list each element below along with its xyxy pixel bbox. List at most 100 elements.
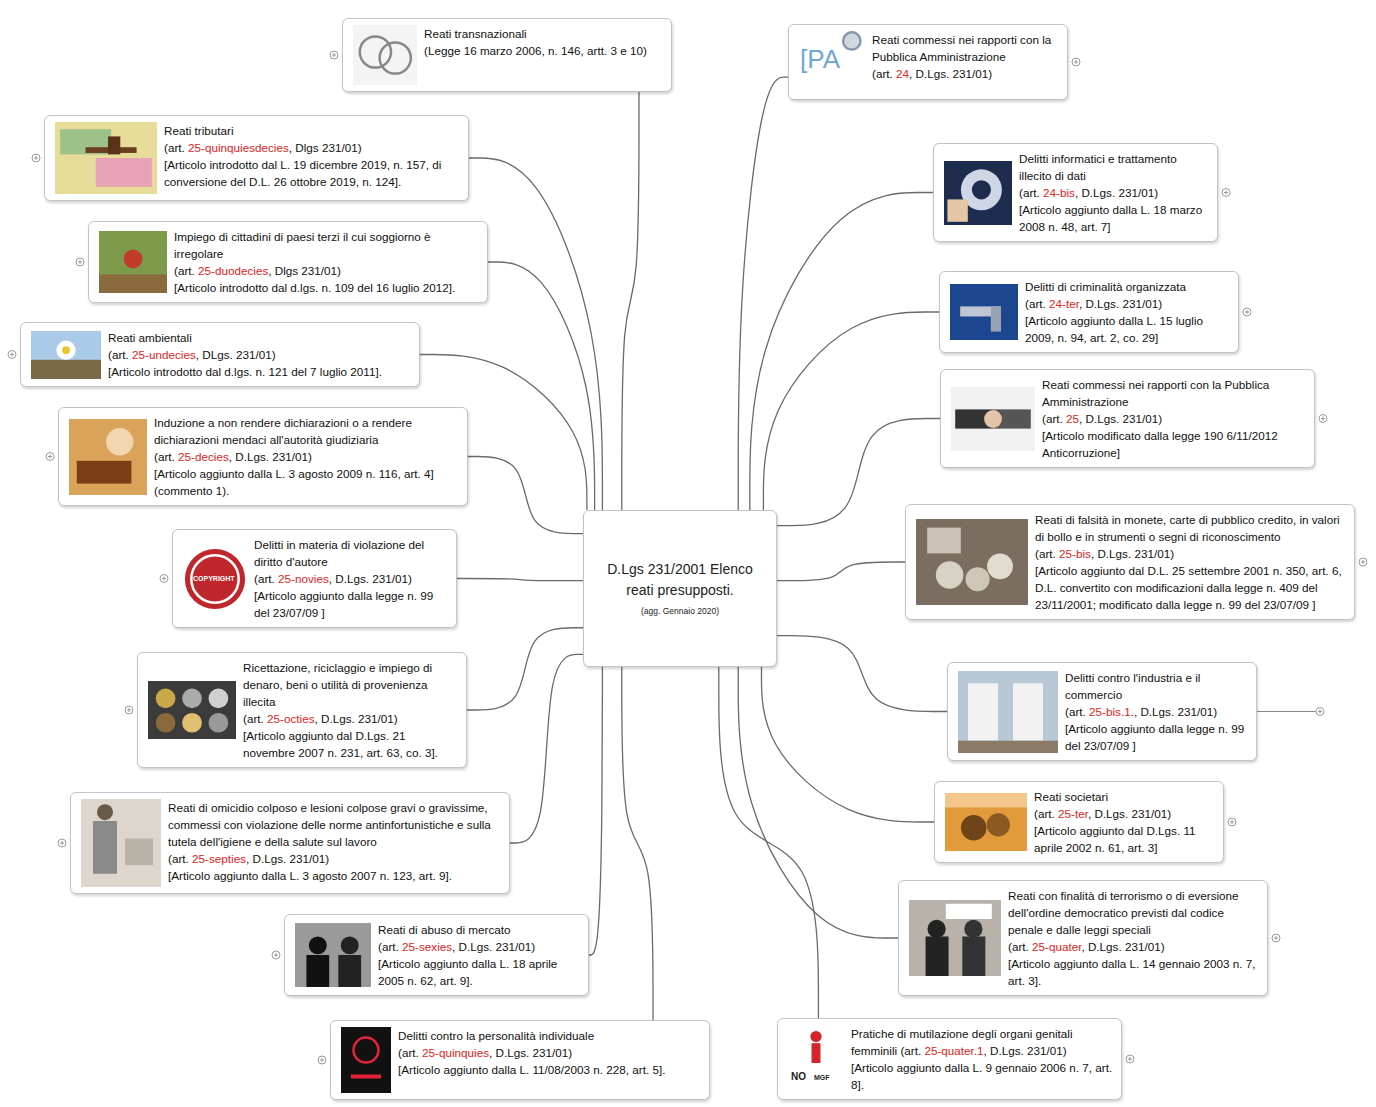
article-ref: (art. [108, 348, 129, 361]
topic-title: Delitti di criminalità organizzata [1025, 278, 1230, 295]
article-ref: , D.Lgs. 231/01) [452, 940, 535, 953]
thumbnail-icon [148, 681, 236, 739]
branch-connector [622, 92, 639, 510]
topic-box: Pratiche di mutilazione degli organi gen… [777, 1018, 1122, 1100]
article-ref: , D.Lgs. 231/01) [1079, 412, 1162, 425]
article-note: [Articolo aggiunto dalla legge n. 99 del… [254, 587, 448, 621]
article-ref: (art. [164, 141, 185, 154]
expand-toggle [1272, 934, 1280, 942]
thumbnail-icon [944, 161, 1012, 225]
expand-toggle [76, 258, 84, 266]
article-number: 25-bis.1 [1089, 705, 1131, 718]
icon-caption: [PA [800, 46, 840, 72]
article-ref: , D.Lgs. 231/01) [314, 712, 397, 725]
topic-box: Reati ambientali(art.25-undecies, DLgs. … [20, 322, 420, 387]
thumbnail-icon [788, 1026, 844, 1092]
article-note: [Articolo aggiunto dal D.L. 25 settembre… [1035, 562, 1346, 613]
topic-title: Delitti contro l'industria e il commerci… [1065, 669, 1248, 703]
article-ref: (art. [378, 940, 399, 953]
article-note: [Articolo aggiunto dalla L. 9 gennaio 20… [851, 1059, 1113, 1093]
topic-box: Reati con finalità di terrorismo o di ev… [898, 880, 1268, 996]
article-ref: (art. [1034, 807, 1055, 820]
expand-toggle [330, 51, 338, 59]
thumbnail-icon [99, 231, 167, 293]
article-ref: , D.Lgs. 231/01) [489, 1046, 572, 1059]
article-ref: (art. [254, 572, 275, 585]
article-note: [Articolo aggiunto dalla legge n. 99 del… [1065, 720, 1248, 754]
topic-box: Reati commessi nei rapporti con la Pubbl… [940, 369, 1315, 468]
topic-box: Impiego di cittadini di paesi terzi il c… [88, 221, 488, 303]
expand-toggle [32, 154, 40, 162]
article-note: [Articolo aggiunto dalla L. 3 agosto 200… [168, 867, 501, 884]
article-ref: , Dlgs 231/01) [268, 264, 341, 277]
article-number: 25-quinquiesdecies [188, 141, 289, 154]
central-title: D.Lgs 231/2001 Elenco reati presupposti. [592, 559, 768, 601]
article-ref: (art. [1042, 412, 1063, 425]
thumbnail-icon [909, 900, 1001, 976]
icon-caption: COPYRIGHT [193, 575, 235, 582]
article-ref: , Dlgs 231/01) [289, 141, 362, 154]
thumbnail-icon [945, 793, 1027, 851]
article-note: [Articolo aggiunto dal D.Lgs. 21 novembr… [243, 727, 458, 761]
article-number: 25-ter [1058, 807, 1088, 820]
topic-title: Reati di abuso di mercato [378, 921, 580, 938]
article-ref: (art. [1019, 186, 1040, 199]
article-note: [Articolo aggiunto dal D.Lgs. 11 aprile … [1034, 822, 1215, 856]
topic-box: Delitti contro la personalità individual… [330, 1020, 710, 1100]
topic-title: Reati con finalità di terrorismo o di ev… [1008, 887, 1259, 938]
article-ref: , D.Lgs. 231/01) [246, 852, 329, 865]
article-number: 25-decies [178, 450, 229, 463]
branch-connector [777, 562, 905, 581]
article-ref: , D.Lgs. 231/01) [984, 1044, 1067, 1057]
topic-box: Ricettazione, riciclaggio e impiego di d… [137, 652, 467, 768]
icon-caption: NO [791, 1072, 806, 1082]
topic-title: Reati ambientali [108, 329, 411, 346]
article-ref: , D.Lgs. 231/01) [329, 572, 412, 585]
article-ref: , D.Lgs. 231/01) [909, 67, 992, 80]
branch-connector [622, 667, 653, 1020]
topic-box: Reati di falsità in monete, carte di pub… [905, 504, 1355, 620]
branch-connector [761, 667, 934, 822]
article-ref: (art. [872, 67, 893, 80]
article-ref: , D.Lgs. 231/01) [1075, 186, 1158, 199]
branch-connector [763, 312, 939, 510]
topic-title: Reati tributari [164, 122, 460, 139]
topic-box: Delitti informatici e trattamento illeci… [933, 143, 1218, 242]
expand-toggle [1228, 818, 1236, 826]
expand-toggle [160, 575, 168, 583]
article-ref: , D.Lgs. 231/01) [1081, 940, 1164, 953]
expand-toggle [46, 453, 54, 461]
branch-connector [468, 457, 583, 534]
article-ref: (art. [168, 852, 189, 865]
article-ref: (art. [1025, 297, 1046, 310]
article-number: 24 [896, 67, 909, 80]
article-note: [Articolo modificato dalla legge 190 6/1… [1042, 427, 1306, 461]
branch-connector [488, 262, 595, 510]
branch-connector [457, 579, 583, 581]
topic-title: Reati di falsità in monete, carte di pub… [1035, 511, 1346, 545]
article-note: [Articolo aggiunto dalla L. 11/08/2003 n… [398, 1061, 701, 1078]
thumbnail-icon [951, 387, 1035, 451]
topic-box: Reati tributari (art.25-quinquiesdecies, … [44, 115, 469, 201]
thumbnail-icon [295, 923, 371, 987]
article-ref: , D.Lgs. 231/01) [1091, 547, 1174, 560]
branch-connector [738, 667, 898, 938]
article-ref: , D.Lgs. 231/01) [229, 450, 312, 463]
topic-title: Reati societari [1034, 788, 1215, 805]
article-number: 25-quater [1032, 940, 1081, 953]
article-note: (Legge 16 marzo 2006, n. 146, artt. 3 e … [424, 42, 663, 59]
article-number: 25-quinquies [422, 1046, 489, 1059]
article-ref: ., D.Lgs. 231/01) [1131, 705, 1217, 718]
article-ref: (art. [174, 264, 195, 277]
article-ref: , D.Lgs. 231/01) [1079, 297, 1162, 310]
article-ref: (art. [900, 1044, 921, 1057]
topic-title: Delitti contro la personalità individual… [398, 1027, 701, 1044]
article-number: 25-bis [1059, 547, 1091, 560]
article-number: 25 [1066, 412, 1079, 425]
expand-toggle [1319, 415, 1327, 423]
thumbnail-icon [916, 519, 1028, 605]
icon-caption: MGF [814, 1074, 830, 1081]
thumbnail-icon [341, 1027, 391, 1093]
article-number: 24-bis [1043, 186, 1075, 199]
article-number: 25-octies [267, 712, 314, 725]
